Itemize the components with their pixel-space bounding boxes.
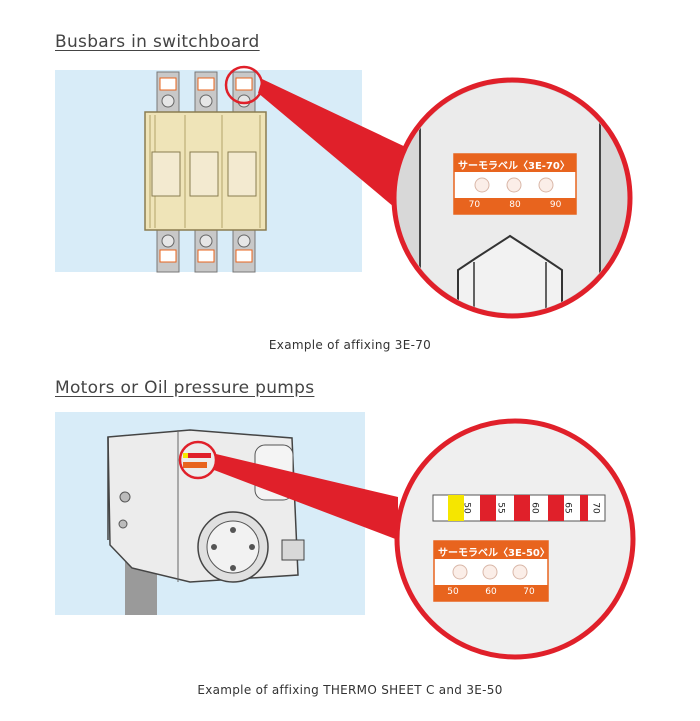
section-1-heading: Busbars in switchboard <box>55 32 260 52</box>
sheet-temp-70: 70 <box>590 502 601 514</box>
label-3e70-brand: サーモラベル〈3E-70〉 <box>458 161 570 172</box>
section-2-heading: Motors or Oil pressure pumps <box>55 378 315 398</box>
thermo-label-3e70 <box>453 153 577 215</box>
label-3e50-temps: 50 60 70 <box>434 587 548 597</box>
thermo-label-3e50 <box>433 540 549 602</box>
temp-60: 60 <box>485 587 497 597</box>
label-3e50-brand: サーモラベル〈3E-50〉 <box>438 548 550 559</box>
thermo-sheet-c <box>432 494 606 522</box>
temp-90: 90 <box>549 200 562 210</box>
sheet-temp-55: 55 <box>495 502 506 514</box>
section-1-caption: Example of affixing 3E-70 <box>268 338 432 352</box>
label-3e70-temps: 70 80 90 <box>454 200 576 210</box>
sheet-temp-50: 50 <box>461 502 472 514</box>
pump-illustration <box>55 412 636 660</box>
temp-70: 70 <box>468 200 481 210</box>
sheet-temp-60: 60 <box>529 502 540 514</box>
temp-70: 70 <box>523 587 535 597</box>
section-2-caption: Example of affixing THERMO SHEET C and 3… <box>197 683 503 697</box>
sheet-temp-65: 65 <box>562 502 573 514</box>
temp-50: 50 <box>447 587 459 597</box>
temp-80: 80 <box>509 200 521 210</box>
